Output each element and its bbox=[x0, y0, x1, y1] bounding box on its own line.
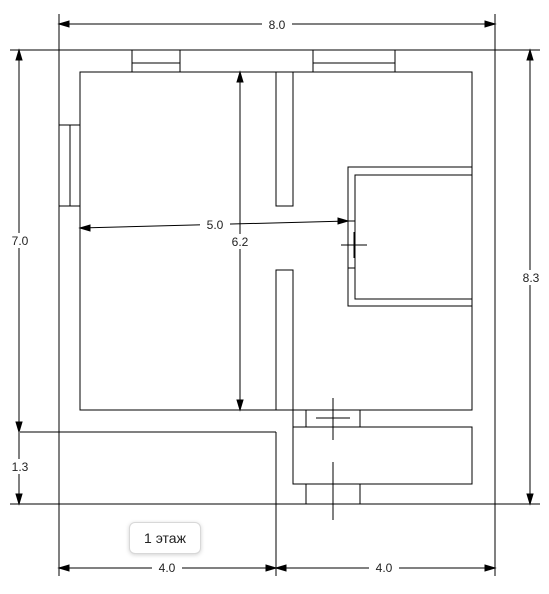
stair-block-outer bbox=[347, 166, 473, 307]
partition-lower bbox=[275, 269, 294, 411]
porch-block bbox=[292, 426, 473, 485]
dim-bottom-right: 4.0 bbox=[376, 561, 393, 575]
floor-label-text: 1 этаж bbox=[144, 530, 186, 546]
outer-wall-outline bbox=[58, 49, 496, 505]
dim-left-height: 7.0 bbox=[12, 234, 29, 248]
dim-top-width: 8.0 bbox=[269, 18, 286, 32]
window-top-left bbox=[131, 49, 181, 73]
partition-upper bbox=[275, 71, 294, 207]
dim-annex-height: 1.3 bbox=[12, 460, 29, 474]
dim-inner-height: 6.2 bbox=[232, 235, 249, 249]
dim-right-height: 8.3 bbox=[523, 271, 540, 285]
stair-block-inner bbox=[354, 174, 473, 300]
window-top-right bbox=[312, 49, 396, 73]
floor-label-tag[interactable]: 1 этаж bbox=[129, 522, 201, 554]
dim-bottom-left: 4.0 bbox=[159, 561, 176, 575]
dim-inner-width: 5.0 bbox=[207, 218, 224, 232]
